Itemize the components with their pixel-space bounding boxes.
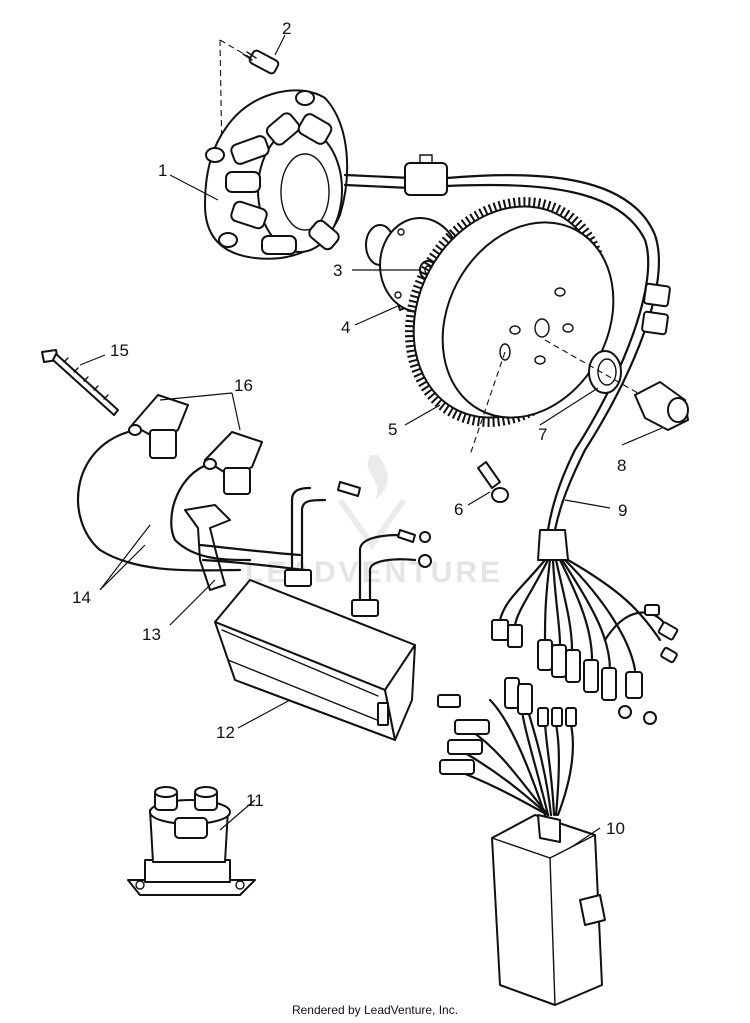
callout-6: 6 [454, 500, 463, 519]
part-14-ht-leads [76, 430, 252, 572]
part-5-flywheel [404, 197, 615, 427]
part-6-bolt [469, 351, 509, 503]
callout-7: 7 [538, 425, 547, 444]
watermark-text: LEADVENTURE [245, 556, 503, 589]
part-12-ignition-coil [214, 481, 432, 741]
watermark: LEADVENTURE [245, 455, 503, 589]
callout-2: 2 [282, 19, 291, 38]
callout-15: 15 [110, 341, 129, 360]
footer-credit: Rendered by LeadVenture, Inc. [291, 1003, 459, 1017]
callout-4: 4 [341, 318, 350, 337]
stator-wire-harness [343, 154, 671, 532]
callout-10: 10 [606, 819, 625, 838]
callout-1: 1 [158, 161, 167, 180]
part-8-nut [544, 339, 689, 431]
part-11-solenoid [127, 786, 256, 896]
callout-16: 16 [234, 376, 253, 395]
part-1-stator [204, 89, 349, 260]
part-7-washer [588, 350, 622, 394]
part-13-bracket [184, 504, 307, 591]
callout-8: 8 [617, 456, 626, 475]
callout-3: 3 [333, 261, 342, 280]
part-9-harness [491, 529, 679, 725]
callout-13: 13 [142, 625, 161, 644]
callout-labels: 2 1 3 4 5 6 7 8 9 10 11 12 13 14 15 16 [72, 19, 627, 838]
part-10-cdi-module [437, 677, 606, 1006]
callout-5: 5 [388, 420, 397, 439]
leader-lines [79, 34, 663, 849]
callout-9: 9 [618, 501, 627, 520]
callout-14: 14 [72, 588, 91, 607]
part-16-spark-plug-caps [128, 394, 263, 495]
part-15-cable-tie [41, 349, 119, 416]
callout-12: 12 [216, 723, 235, 742]
callout-11: 11 [246, 791, 264, 810]
